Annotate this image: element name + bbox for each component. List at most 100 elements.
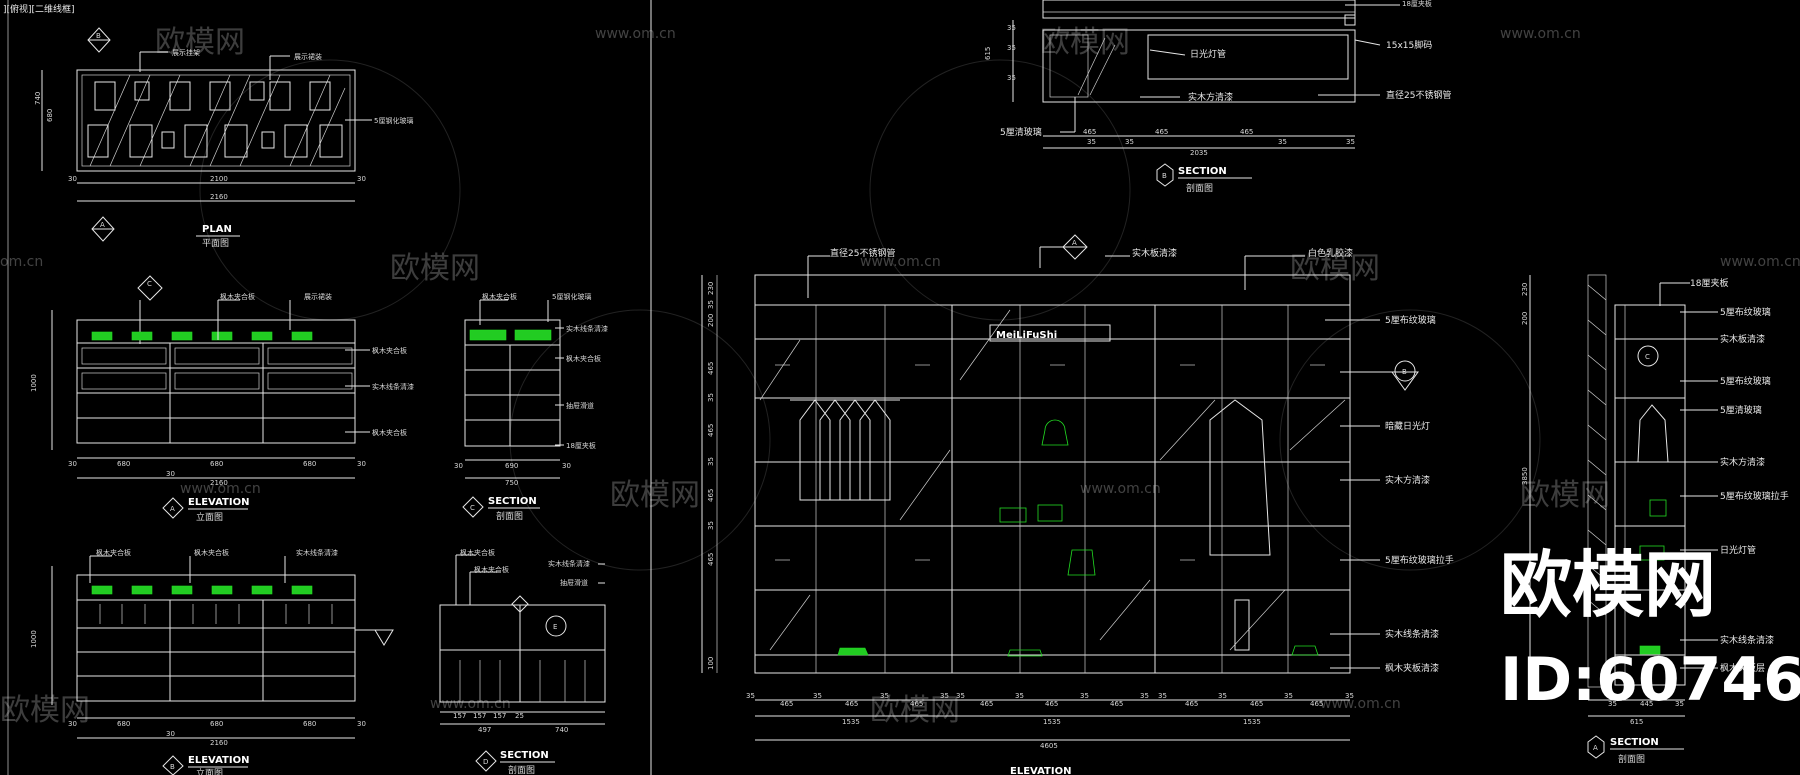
section-outline	[1042, 29, 1356, 103]
svg-text:白色乳胶漆: 白色乳胶漆	[1308, 247, 1353, 259]
svg-text:18厘夹板: 18厘夹板	[1402, 0, 1432, 8]
watermark-url: www.om.cn	[180, 481, 261, 497]
svg-text:枫木夹合板: 枫木夹合板	[372, 346, 407, 355]
svg-text:展示挂架: 展示挂架	[172, 48, 200, 57]
svg-text:5厘清玻璃: 5厘清玻璃	[1000, 126, 1042, 138]
svg-text:实木线条清漆: 实木线条清漆	[1720, 634, 1774, 646]
svg-text:B: B	[1402, 368, 1407, 376]
svg-text:15x15脚码: 15x15脚码	[1386, 40, 1432, 51]
main-elevation-view[interactable]: MeiLiFuShi A	[701, 234, 1454, 775]
plan-a-view[interactable]: B 展示挂架 展示裙装 5厘钢化玻璃 740 680 30 210	[34, 27, 413, 249]
svg-text:465: 465	[910, 700, 923, 708]
section-outline	[1614, 304, 1686, 686]
svg-text:35: 35	[1278, 138, 1287, 146]
svg-text:35: 35	[1345, 692, 1354, 700]
svg-text:690: 690	[505, 462, 518, 470]
section-b-view[interactable]: 18厘夹板 15x15脚码 日光灯管 直径25不锈钢管 实木方清漆 5厘清玻璃 …	[984, 0, 1451, 194]
svg-text:5厘钢化玻璃: 5厘钢化玻璃	[374, 116, 413, 125]
brand-id: ID:607468	[1500, 645, 1800, 715]
svg-text:35: 35	[1125, 138, 1134, 146]
svg-text:实木方清漆: 实木方清漆	[1720, 456, 1765, 468]
watermark-url: www.om.cn	[1500, 26, 1581, 42]
svg-text:实木线条清漆: 实木线条清漆	[566, 324, 608, 333]
svg-text:35: 35	[880, 692, 889, 700]
svg-text:枫木夹合板: 枫木夹合板	[194, 548, 229, 557]
svg-text:实木方清漆: 实木方清漆	[1188, 91, 1233, 103]
section-c-view[interactable]: 枫木夹合板 5厘钢化玻璃 实木线条清漆 枫木夹合板 抽屉滑道 18厘夹板 30 …	[454, 292, 608, 522]
svg-text:实木线条清漆: 实木线条清漆	[1385, 628, 1439, 640]
viewport-label[interactable]: ][俯视][二维线框]	[3, 3, 75, 15]
view-subtitle: 剖面图	[1186, 182, 1213, 194]
svg-text:465: 465	[1045, 700, 1058, 708]
svg-text:465: 465	[780, 700, 793, 708]
svg-text:157: 157	[473, 712, 486, 720]
wall-hatch	[1587, 274, 1607, 688]
svg-text:18厘夹板: 18厘夹板	[566, 441, 596, 450]
svg-text:680: 680	[210, 460, 223, 468]
svg-text:1000: 1000	[30, 374, 38, 392]
svg-text:2100: 2100	[210, 175, 228, 183]
svg-text:465: 465	[707, 362, 715, 375]
section-a-view[interactable]: C 18厘夹板 5厘布纹玻璃 实木板清漆 5厘布纹玻璃 5厘清玻璃 实木方清漆 …	[1521, 274, 1789, 765]
svg-text:枫木夹合板: 枫木夹合板	[460, 548, 495, 557]
svg-text:C: C	[1645, 353, 1650, 361]
svg-text:5厘布纹玻璃: 5厘布纹玻璃	[1720, 306, 1771, 318]
svg-text:750: 750	[505, 479, 518, 487]
svg-text:35: 35	[1015, 692, 1024, 700]
svg-text:18厘夹板: 18厘夹板	[1690, 277, 1728, 289]
green-accessories	[837, 419, 1319, 657]
svg-text:实木线条清漆: 实木线条清漆	[548, 559, 590, 568]
elevation-a-view[interactable]: C 枫木夹合板 展示裙装 枫木夹合板 实木线条清漆 枫木夹合板 1000 30 …	[30, 275, 414, 523]
section-d-view[interactable]: E 枫木夹合板 枫木夹合板 实木线条清漆 抽屉滑道 157 157 157 25…	[439, 548, 606, 775]
door-arrows	[775, 364, 1325, 561]
svg-text:5厘清玻璃: 5厘清玻璃	[1720, 404, 1762, 416]
svg-text:35: 35	[1080, 692, 1089, 700]
svg-text:暗藏日光灯: 暗藏日光灯	[1385, 420, 1430, 432]
watermark-brand: 欧模网	[155, 25, 245, 60]
section-outline	[464, 319, 561, 447]
svg-text:615: 615	[984, 47, 992, 60]
detail-marker-e	[545, 615, 567, 637]
svg-text:35: 35	[707, 300, 715, 309]
svg-text:30: 30	[454, 462, 463, 470]
brand-logo: 欧模网	[1500, 543, 1716, 627]
svg-text:680: 680	[117, 720, 130, 728]
svg-text:E: E	[553, 623, 557, 631]
svg-text:680: 680	[210, 720, 223, 728]
svg-text:35: 35	[956, 692, 965, 700]
svg-text:30: 30	[68, 175, 77, 183]
drawer-cubbies	[99, 604, 333, 624]
view-title: SECTION	[1178, 166, 1227, 177]
svg-text:实木板清漆: 实木板清漆	[1720, 333, 1765, 345]
wardrobe-outline	[754, 304, 1351, 674]
view-marker-c	[462, 496, 484, 518]
svg-text:实木板清漆: 实木板清漆	[1132, 247, 1177, 259]
svg-text:35: 35	[940, 692, 949, 700]
svg-text:5厘布纹玻璃: 5厘布纹玻璃	[1385, 314, 1436, 326]
svg-text:35: 35	[707, 393, 715, 402]
svg-text:展示裙装: 展示裙装	[304, 292, 332, 301]
view-subtitle: 立面图	[196, 511, 223, 523]
view-title: ELEVATION	[188, 755, 249, 766]
watermark-brand: 欧模网	[1520, 478, 1610, 513]
svg-text:35: 35	[1675, 700, 1684, 708]
view-marker-a	[162, 497, 184, 519]
svg-text:465: 465	[1110, 700, 1123, 708]
watermark-url: www.om.cn	[1720, 254, 1800, 270]
garment-icon	[1637, 404, 1669, 463]
svg-text:680: 680	[46, 109, 54, 122]
view-title: SECTION	[500, 750, 549, 761]
section-marker-c	[137, 275, 163, 301]
svg-text:35: 35	[1007, 24, 1016, 32]
ceiling-zone	[754, 274, 1351, 306]
svg-text:30: 30	[357, 460, 366, 468]
elevation-b-view[interactable]: 枫木夹合板 枫木夹合板 实木线条清漆 1000 30 680 680 680 3…	[30, 548, 394, 775]
svg-text:C: C	[470, 504, 475, 512]
svg-text:枫木夹板层: 枫木夹板层	[1720, 662, 1765, 674]
svg-text:465: 465	[1155, 128, 1168, 136]
svg-text:30: 30	[68, 460, 77, 468]
watermark-brand: 欧模网	[1290, 251, 1380, 286]
plan-outline	[76, 69, 356, 172]
svg-text:B: B	[96, 32, 101, 40]
